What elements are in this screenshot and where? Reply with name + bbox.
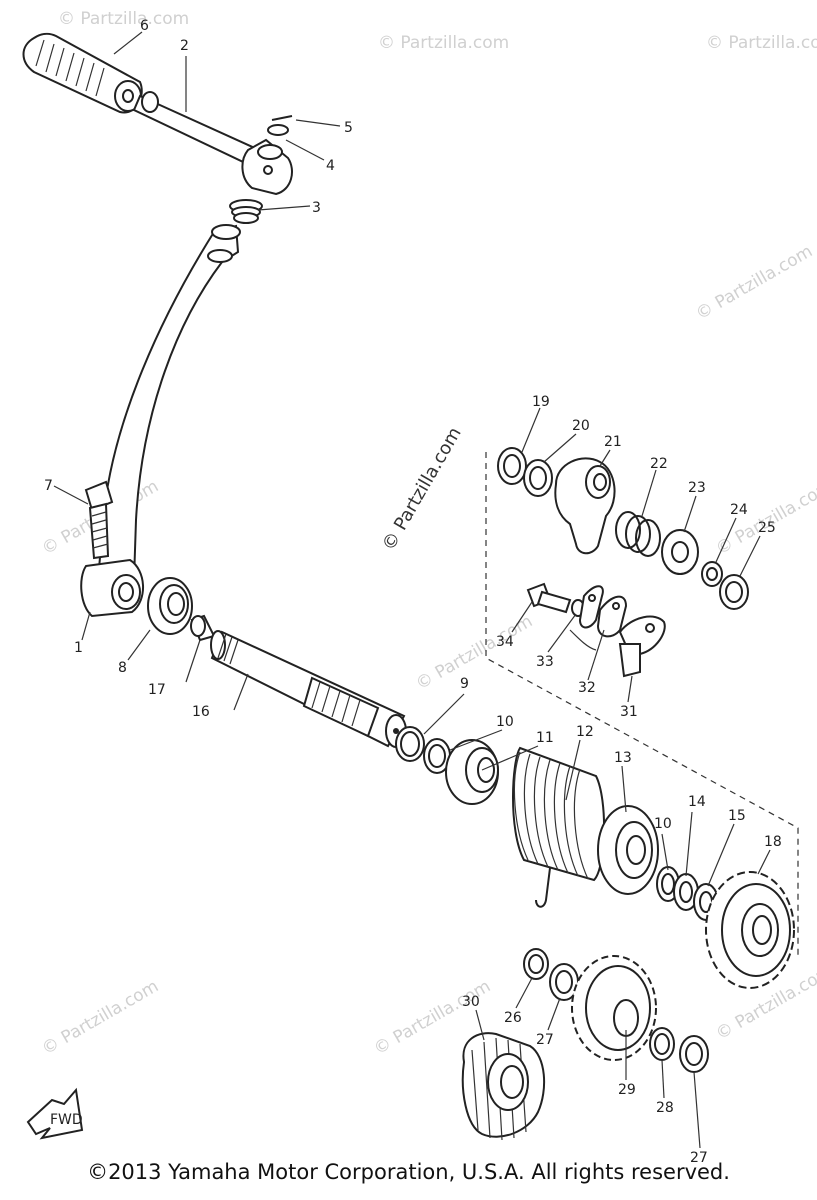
callout-5: 5 — [344, 120, 353, 136]
part-kick-shaft — [210, 630, 407, 748]
callout-6: 6 — [140, 18, 149, 34]
callout-8: 8 — [118, 660, 127, 676]
part-bolt — [526, 582, 572, 614]
callout-17: 17 — [148, 682, 166, 698]
callout-labels: 1 2 3 4 5 6 7 8 9 10 10 11 12 13 14 15 1… — [44, 18, 782, 1166]
part-spring — [615, 511, 661, 557]
callout-24: 24 — [730, 502, 748, 518]
part-kick-idle-gear — [461, 1032, 546, 1141]
part-bolt — [84, 480, 114, 560]
callout-12: 12 — [576, 724, 594, 740]
callout-21: 21 — [604, 434, 622, 450]
leader-line — [569, 629, 597, 651]
part-kick-gear — [705, 871, 795, 989]
part-stopper-plate — [618, 615, 666, 678]
watermark: © Partzilla.com — [713, 476, 817, 559]
part-circlip — [523, 948, 549, 980]
part-idle-gear — [571, 955, 657, 1061]
part-washer — [679, 1035, 709, 1073]
callout-16: 16 — [192, 704, 210, 720]
watermark: © Partzilla.com — [693, 241, 817, 324]
callout-28: 28 — [656, 1100, 674, 1116]
part-washer — [661, 529, 699, 575]
callout-25: 25 — [758, 520, 776, 536]
callout-26: 26 — [504, 1010, 522, 1026]
leader-lines — [53, 31, 771, 1149]
part-circlip — [497, 447, 527, 485]
part-oil-seal — [147, 577, 193, 635]
part-circlip — [649, 1027, 675, 1061]
part-torsion-spring — [512, 746, 606, 908]
ratchet-sub-assembly — [497, 447, 749, 678]
kick-shaft-assembly — [147, 577, 795, 989]
callout-33: 33 — [536, 654, 554, 670]
watermark: © Partzilla.com — [39, 976, 163, 1059]
part-kick-lever — [80, 91, 293, 618]
fwd-direction-arrow: FWD — [26, 1087, 84, 1140]
part-circlip — [701, 561, 723, 587]
callout-31: 31 — [620, 704, 638, 720]
callout-22: 22 — [650, 456, 668, 472]
part-clip — [271, 115, 293, 121]
part-bushing — [190, 614, 216, 642]
callout-10: 10 — [654, 816, 672, 832]
watermark: © Partzilla.com — [706, 33, 817, 53]
kick-arm-assembly — [22, 32, 293, 618]
part-washer — [523, 459, 553, 497]
callout-11: 11 — [536, 730, 554, 746]
callout-3: 3 — [312, 200, 321, 216]
callout-23: 23 — [688, 480, 706, 496]
callout-32: 32 — [578, 680, 596, 696]
callout-15: 15 — [728, 808, 746, 824]
part-washer — [719, 574, 749, 610]
callout-7: 7 — [44, 478, 53, 494]
idler-gear-assembly — [461, 948, 709, 1141]
fwd-label: FWD — [50, 1112, 83, 1128]
callout-34: 34 — [496, 634, 514, 650]
callout-20: 20 — [572, 418, 590, 434]
part-ratchet-wheel — [554, 457, 616, 555]
callout-9: 9 — [460, 676, 469, 692]
watermark: © Partzilla.com — [378, 33, 509, 53]
callout-10: 10 — [496, 714, 514, 730]
part-spring-guide — [445, 739, 499, 805]
callout-27: 27 — [536, 1032, 554, 1048]
callout-4: 4 — [326, 158, 335, 174]
callout-2: 2 — [180, 38, 189, 54]
callout-1: 1 — [74, 640, 83, 656]
callout-14: 14 — [688, 794, 706, 810]
callout-30: 30 — [462, 994, 480, 1010]
callout-13: 13 — [614, 750, 632, 766]
part-spring-clip — [578, 585, 628, 638]
center-watermark: © Partzilla.com — [378, 424, 466, 555]
callout-19: 19 — [532, 394, 550, 410]
sub-assembly-outline — [485, 452, 799, 955]
part-ratchet-guide — [597, 805, 659, 895]
callout-27: 27 — [690, 1150, 708, 1166]
callout-18: 18 — [764, 834, 782, 850]
watermark: © Partzilla.com — [58, 9, 189, 29]
part-ball — [267, 124, 289, 136]
copyright-notice: ©2013 Yamaha Motor Corporation, U.S.A. A… — [87, 1160, 730, 1184]
callout-29: 29 — [618, 1082, 636, 1098]
